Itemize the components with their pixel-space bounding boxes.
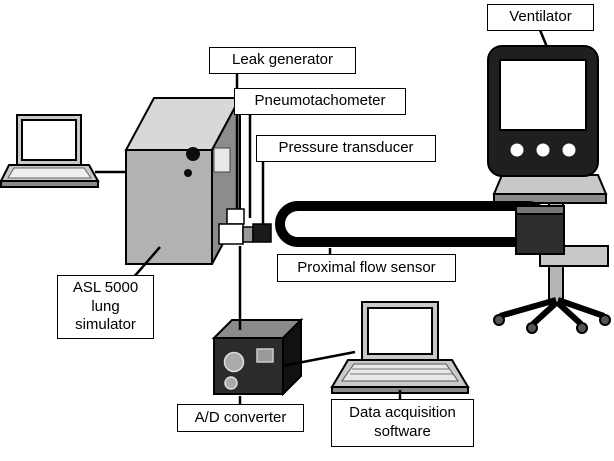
cart-wheel — [599, 314, 611, 326]
ad-converter-knob — [223, 351, 245, 373]
label-leak-generator: Leak generator — [209, 47, 356, 74]
laptop-left-keyboard — [7, 167, 92, 179]
pressure-transducer-fitting — [242, 226, 254, 243]
label-asl-5000-lung-simulator: ASL 5000 lung simulator — [57, 275, 154, 339]
laptop-daq-screen — [367, 307, 433, 355]
ad-converter-knob — [224, 376, 238, 390]
ventilator-button — [536, 143, 550, 157]
airway-fittings — [218, 208, 272, 245]
label-ad-converter: A/D converter — [177, 404, 304, 432]
lung-simulator-unit — [124, 97, 242, 265]
simulator-port — [184, 169, 192, 177]
cart-wheel — [576, 322, 588, 334]
label-pneumotachometer: Pneumotachometer — [234, 88, 406, 115]
ad-converter-display — [256, 348, 274, 363]
line-asl-label — [132, 246, 161, 279]
label-pressure-transducer: Pressure transducer — [256, 135, 436, 162]
label-proximal-flow-sensor: Proximal flow sensor — [277, 254, 456, 282]
cart-wheel — [493, 314, 505, 326]
leak-generator-fitting — [226, 208, 245, 225]
label-data-acquisition-software: Data acquisition software — [331, 399, 474, 447]
ventilator-button — [510, 143, 524, 157]
label-ventilator: Ventilator — [487, 4, 594, 31]
laptop-daq-keyboard — [341, 363, 459, 382]
laptop-daq — [330, 301, 470, 394]
line-ventilator-label — [538, 29, 549, 48]
ventilator-screen — [499, 59, 587, 131]
proximal-flow-sensor-fitting — [252, 223, 272, 243]
breathing-circuit-tube — [275, 201, 551, 247]
laptop-left-screen — [21, 119, 77, 161]
laptop-left — [0, 114, 100, 188]
pneumotachometer-fitting — [218, 223, 244, 245]
cart-wheel — [526, 322, 538, 334]
simulator-port — [186, 147, 200, 161]
simulator-panel — [213, 147, 231, 173]
ventilator-unit — [487, 45, 599, 177]
ventilator-button — [562, 143, 576, 157]
ad-converter-unit — [211, 317, 304, 397]
line-ad-to-laptop — [281, 350, 356, 368]
ventilator-tube-port — [515, 205, 565, 255]
